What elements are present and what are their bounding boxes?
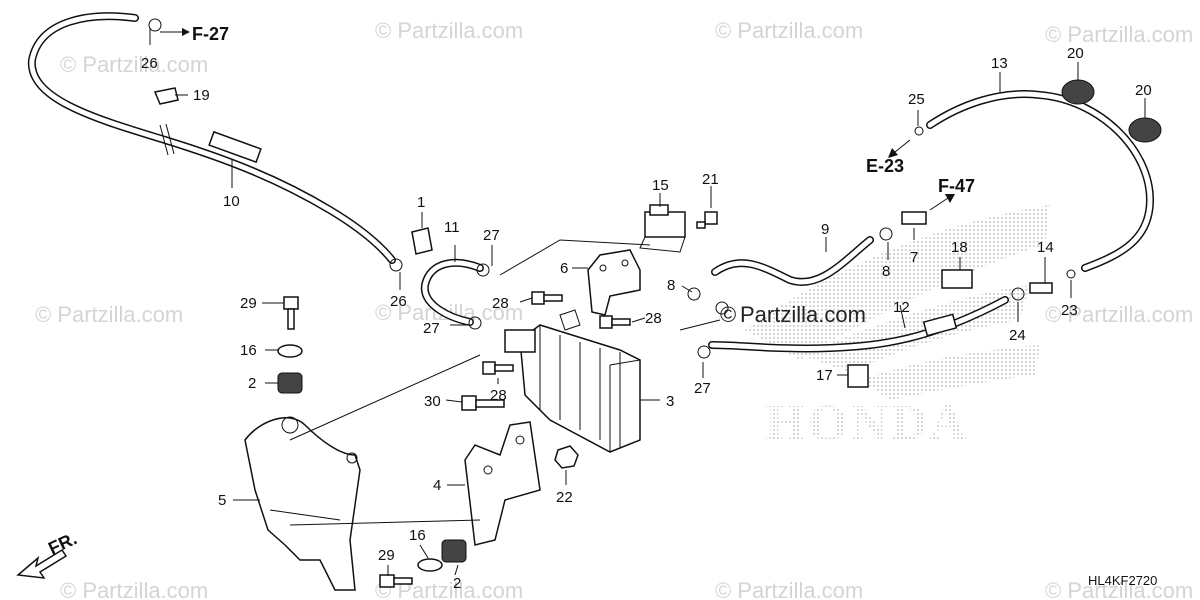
- callout-27: 27: [423, 320, 440, 337]
- front-direction-indicator: FR.: [16, 528, 80, 579]
- ref-e23: E-23: [866, 156, 904, 176]
- callout-4: 4: [433, 477, 441, 494]
- callout-19: 19: [193, 87, 210, 104]
- arrow-icon: [945, 194, 955, 203]
- leader-lines: [149, 28, 1146, 576]
- front-label: FR.: [45, 528, 80, 558]
- honda-wing-logo: HONDA: [745, 205, 1050, 452]
- callout-16: 16: [240, 342, 257, 359]
- callout-7: 7: [910, 249, 918, 266]
- callout-28: 28: [490, 387, 507, 404]
- diagram-code: HL4KF2720: [1088, 573, 1157, 588]
- ref-f27: F-27: [192, 24, 229, 44]
- callout-6: 6: [560, 260, 568, 277]
- honda-wordmark: HONDA: [765, 395, 969, 452]
- callout-15: 15: [652, 177, 669, 194]
- callout-8: 8: [882, 263, 890, 280]
- callout-26: 26: [390, 293, 407, 310]
- callout-29: 29: [378, 547, 395, 564]
- watermark-text: © Partzilla.com: [1045, 578, 1193, 600]
- hose-10: [27, 12, 396, 264]
- callout-28: 28: [492, 295, 509, 312]
- callout-13: 13: [991, 55, 1008, 72]
- callout-3: 3: [666, 393, 674, 410]
- watermark-text: © Partzilla.com: [35, 302, 183, 327]
- arrow-icon: [888, 148, 898, 158]
- callout-2: 2: [453, 575, 461, 592]
- watermark-text: © Partzilla.com: [715, 18, 863, 43]
- callout-20: 20: [1067, 45, 1084, 62]
- watermark-text: © Partzilla.com: [375, 18, 523, 43]
- center-watermark: Partzilla.com: [740, 302, 866, 327]
- bracket-6: [587, 249, 641, 316]
- callout-9: 9: [821, 221, 829, 238]
- callout-24: 24: [1009, 327, 1026, 344]
- callout-10: 10: [223, 193, 240, 210]
- solenoid-valve-15: [639, 204, 686, 253]
- reference-arrows: [160, 28, 955, 211]
- callout-14: 14: [1037, 239, 1054, 256]
- callout-27: 27: [483, 227, 500, 244]
- callout-21: 21: [702, 171, 719, 188]
- callout-29: 29: [240, 295, 257, 312]
- callout-16: 16: [409, 527, 426, 544]
- callout-27: 27: [694, 380, 711, 397]
- callout-8: 8: [667, 277, 675, 294]
- callout-1: 1: [417, 194, 425, 211]
- callout-17: 17: [816, 367, 833, 384]
- callout-23: 23: [1061, 302, 1078, 319]
- watermark-text: © Partzilla.com: [60, 52, 208, 77]
- hose-11: [420, 258, 484, 326]
- callout-26: 26: [141, 55, 158, 72]
- watermark-text: © Partzilla.com: [1045, 22, 1193, 47]
- watermark-text: © Partzilla.com: [60, 578, 208, 600]
- hose-13: [926, 90, 1155, 272]
- callout-25: 25: [908, 91, 925, 108]
- callout-28: 28: [645, 310, 662, 327]
- canister-3: [504, 309, 641, 453]
- hose-12: [708, 296, 1009, 353]
- callouts: 1 2 2 3 4 5 6 7 8 8 9 10 11 12 13 14 15 …: [141, 45, 1152, 592]
- callout-20: 20: [1135, 82, 1152, 99]
- callout-2: 2: [248, 375, 256, 392]
- callout-22: 22: [556, 489, 573, 506]
- watermark-text: © Partzilla.com: [1045, 302, 1193, 327]
- watermark-layer: © Partzilla.com © Partzilla.com © Partzi…: [35, 18, 1193, 600]
- guard-5: [244, 416, 361, 591]
- copyright-symbol: ©: [720, 302, 736, 327]
- callout-11: 11: [444, 219, 460, 236]
- front-arrow-icon: [16, 548, 68, 579]
- ref-f47: F-47: [938, 176, 975, 196]
- callout-5: 5: [218, 492, 226, 509]
- stay-4: [464, 421, 541, 546]
- callout-18: 18: [951, 239, 968, 256]
- watermark-text: © Partzilla.com: [715, 578, 863, 600]
- callout-30: 30: [424, 393, 441, 410]
- arrow-icon: [182, 28, 190, 36]
- hose-9: [711, 236, 874, 286]
- callout-12: 12: [893, 299, 910, 316]
